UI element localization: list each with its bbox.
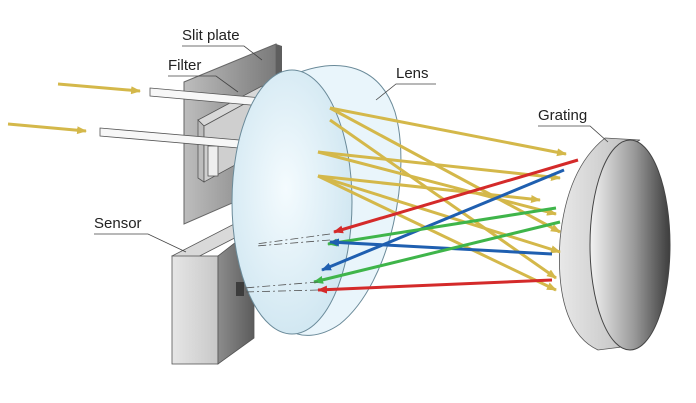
green-ray-lower (313, 220, 561, 284)
label-filter: Filter (168, 57, 239, 93)
slit-plate-label: Slit plate (182, 27, 240, 44)
slit-plate (183, 43, 282, 225)
label-slit-plate: Slit plate (182, 27, 263, 61)
red-ray-lower (317, 278, 553, 294)
lens (231, 65, 402, 336)
red-ray-upper (333, 158, 579, 234)
filter-label: Filter (168, 57, 201, 74)
label-lens: Lens (375, 65, 436, 101)
sensor-label: Sensor (94, 215, 142, 232)
lens-label: Lens (396, 65, 429, 82)
label-sensor: Sensor (94, 215, 187, 253)
blue-ray-upper (321, 168, 565, 272)
grating-label: Grating (538, 107, 587, 124)
green-ray-upper (327, 206, 557, 247)
convergence-lines (243, 233, 331, 293)
blue-ray-lower (329, 238, 553, 256)
label-grating: Grating (538, 107, 609, 143)
dispersed-rays (313, 158, 579, 294)
grating (559, 137, 671, 351)
